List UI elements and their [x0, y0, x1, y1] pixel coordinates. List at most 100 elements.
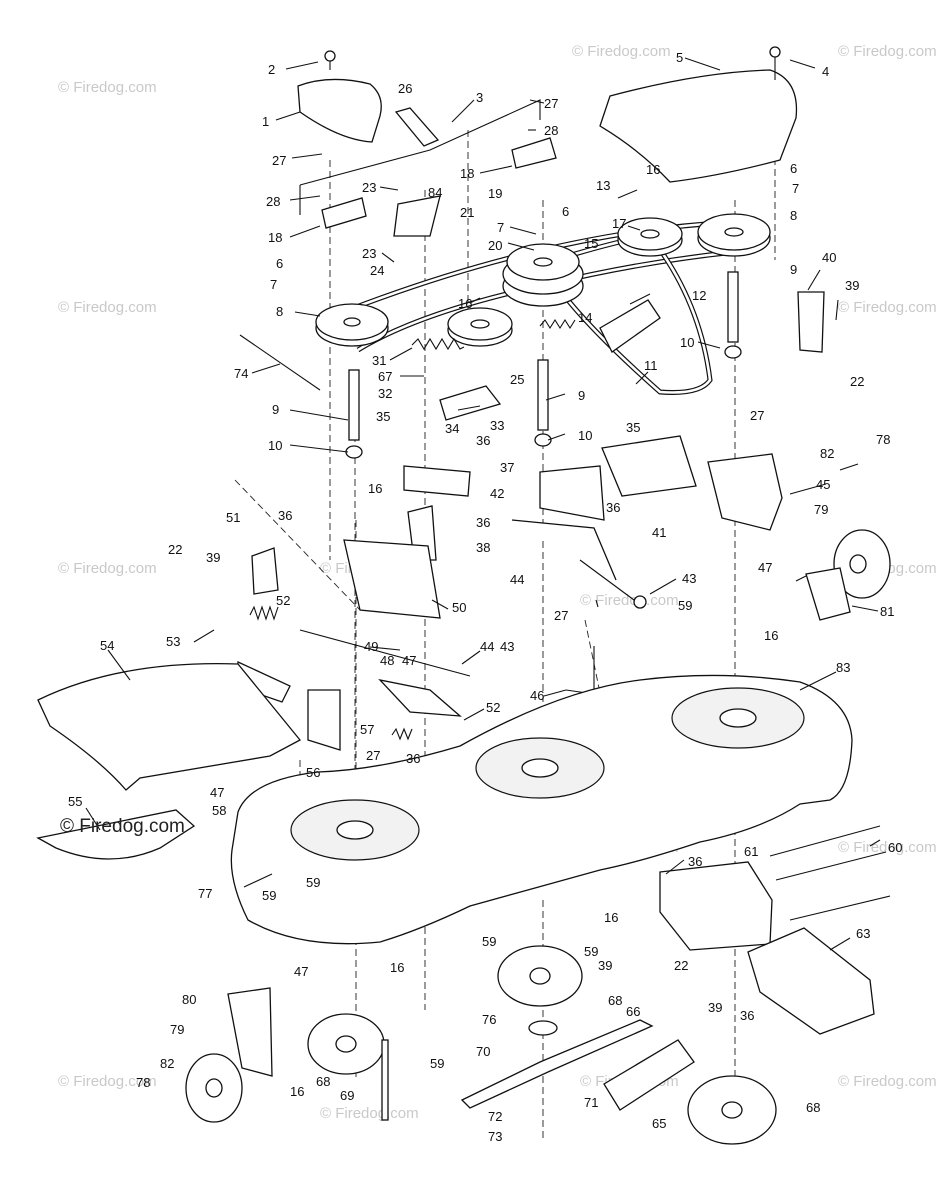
- part-label: 68: [806, 1100, 820, 1115]
- part-label: 17: [612, 216, 626, 231]
- part-label: 28: [544, 123, 558, 138]
- part-label: 68: [316, 1074, 330, 1089]
- part-label: 77: [198, 886, 212, 901]
- watermark: © Firedog.com: [58, 299, 157, 316]
- watermark: © Firedog.com: [838, 839, 937, 856]
- wheel-bracket-80: [227, 987, 273, 1077]
- wheel-bracket-81: [805, 567, 851, 621]
- bracket-41: [601, 435, 697, 497]
- part-label: 41: [652, 525, 666, 540]
- part-label: 27: [366, 748, 380, 763]
- part-label: 27: [554, 608, 568, 623]
- part-label: 23: [362, 180, 376, 195]
- watermark: © Firedog.com: [58, 560, 157, 577]
- part-label: 59: [482, 934, 496, 949]
- part-label: 76: [482, 1012, 496, 1027]
- part-label: 71: [584, 1095, 598, 1110]
- part-label: 55: [68, 794, 82, 809]
- blade-washer: [528, 1020, 558, 1036]
- bracket-63: [747, 927, 875, 1035]
- part-label: 72: [488, 1109, 502, 1124]
- part-label: 7: [497, 220, 504, 235]
- part-label: 35: [626, 420, 640, 435]
- rods-60: [769, 825, 891, 921]
- part-label: 46: [530, 688, 544, 703]
- deflector: [36, 809, 196, 860]
- bracket-right: [511, 137, 557, 169]
- bracket-61: [659, 861, 773, 951]
- part-label: 21: [460, 205, 474, 220]
- belt-guide-rod: [239, 334, 321, 391]
- part-label: 59: [678, 598, 692, 613]
- watermark: © Firedog.com: [838, 299, 937, 316]
- part-label: 8: [276, 304, 283, 319]
- part-label: 59: [306, 875, 320, 890]
- part-label: 10: [680, 335, 694, 350]
- part-label: 51: [226, 510, 240, 525]
- bolt: [381, 1039, 389, 1121]
- part-label: 63: [856, 926, 870, 941]
- part-label: 16: [368, 481, 382, 496]
- part-label: 78: [876, 432, 890, 447]
- part-label: 33: [490, 418, 504, 433]
- watermark: © Firedog.com: [320, 1105, 419, 1122]
- part-label: 4: [822, 64, 829, 79]
- watermark: © Firedog.com: [838, 43, 937, 60]
- spring: [411, 337, 465, 351]
- bracket-idler: [393, 195, 441, 237]
- part-label: 81: [880, 604, 894, 619]
- part-label: 39: [598, 958, 612, 973]
- part-label: 69: [340, 1088, 354, 1103]
- part-label: 82: [160, 1056, 174, 1071]
- part-label: 60: [888, 840, 902, 855]
- part-label: 9: [578, 388, 585, 403]
- part-label: 79: [170, 1022, 184, 1037]
- link-44: [511, 519, 617, 581]
- blade-hub-left: [307, 1013, 385, 1075]
- idler-bracket: [403, 465, 471, 497]
- part-label: 48: [380, 653, 394, 668]
- part-label: 22: [674, 958, 688, 973]
- bracket-56: [307, 689, 341, 751]
- part-label: 20: [488, 238, 502, 253]
- part-label: 32: [378, 386, 392, 401]
- pulley-idler: [447, 307, 513, 347]
- part-label: 68: [608, 993, 622, 1008]
- part-label: 18: [460, 166, 474, 181]
- blade-hub-right: [687, 1075, 777, 1145]
- part-label: 83: [836, 660, 850, 675]
- watermark: © Firedog.com: [838, 1073, 937, 1090]
- part-label: 53: [166, 634, 180, 649]
- part-label: 10: [578, 428, 592, 443]
- watermark: © Firedog.com: [58, 79, 157, 96]
- part-label: 2: [268, 62, 275, 77]
- part-label: 79: [814, 502, 828, 517]
- part-label: 39: [708, 1000, 722, 1015]
- pulley-center: [502, 243, 584, 307]
- rod-46: [565, 646, 595, 695]
- part-label: 78: [136, 1075, 150, 1090]
- part-label: 59: [430, 1056, 444, 1071]
- part-label: 40: [822, 250, 836, 265]
- part-label: 16: [604, 910, 618, 925]
- part-label: 39: [206, 550, 220, 565]
- part-label: 27: [750, 408, 764, 423]
- part-label: 73: [488, 1129, 502, 1144]
- part-label: 36: [476, 433, 490, 448]
- part-label: 70: [476, 1044, 490, 1059]
- rod-end: [633, 595, 647, 609]
- part-label: 38: [476, 540, 490, 555]
- part-label: 18: [268, 230, 282, 245]
- belt-cover-left: [297, 50, 382, 143]
- discharge-chute: [37, 663, 302, 791]
- part-label: 36: [740, 1008, 754, 1023]
- spring: [391, 727, 413, 741]
- part-label: 50: [452, 600, 466, 615]
- mower-blade: [460, 1019, 654, 1109]
- part-label: 56: [306, 765, 320, 780]
- rod-43: [579, 559, 635, 601]
- belt-guard-45: [707, 453, 783, 531]
- part-label: 7: [792, 181, 799, 196]
- part-label: 34: [445, 421, 459, 436]
- part-label: 15: [584, 236, 598, 251]
